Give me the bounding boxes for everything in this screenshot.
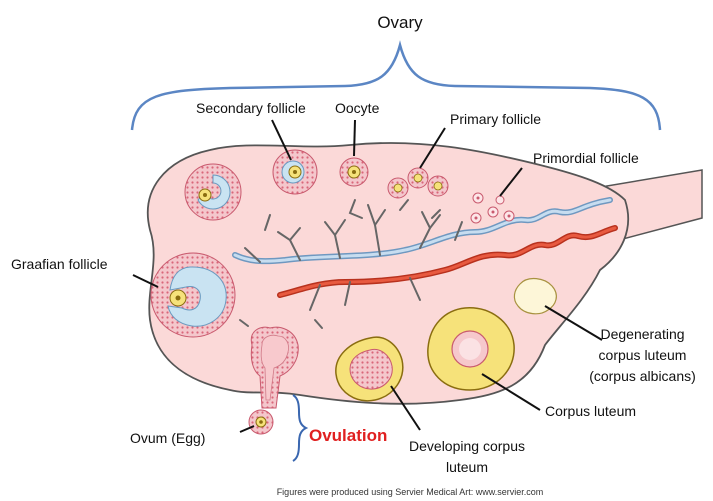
- label-primary-follicle: Primary follicle: [450, 111, 541, 128]
- label-primordial-follicle: Primordial follicle: [533, 150, 639, 167]
- ovulation-brace: [293, 395, 306, 461]
- ovary-brace: [132, 45, 660, 130]
- label-oocyte: Oocyte: [335, 100, 379, 117]
- ruptured-follicle: [251, 327, 298, 408]
- label-corpus-luteum: Corpus luteum: [545, 403, 636, 420]
- corpus-luteum: [428, 308, 514, 390]
- label-graafian-follicle: Graafian follicle: [11, 256, 108, 273]
- graafian-follicle: [151, 253, 235, 337]
- label-developing-line2: luteum: [392, 459, 542, 476]
- label-degenerating-line1: Degenerating: [575, 326, 710, 343]
- credit-text: Figures were produced using Servier Medi…: [200, 484, 620, 501]
- oocyte: [340, 158, 368, 186]
- diagram-title: Ovary: [370, 14, 430, 31]
- label-degenerating-line2: corpus luteum: [575, 347, 710, 364]
- label-developing-line1: Developing corpus: [392, 438, 542, 455]
- antral-follicle-upper: [185, 164, 241, 220]
- label-degenerating-line3: (corpus albicans): [575, 368, 710, 385]
- label-ovulation: Ovulation: [309, 427, 387, 444]
- label-secondary-follicle: Secondary follicle: [196, 100, 306, 117]
- label-ovum: Ovum (Egg): [130, 430, 205, 447]
- ovum: [249, 410, 273, 434]
- secondary-follicle: [273, 150, 317, 194]
